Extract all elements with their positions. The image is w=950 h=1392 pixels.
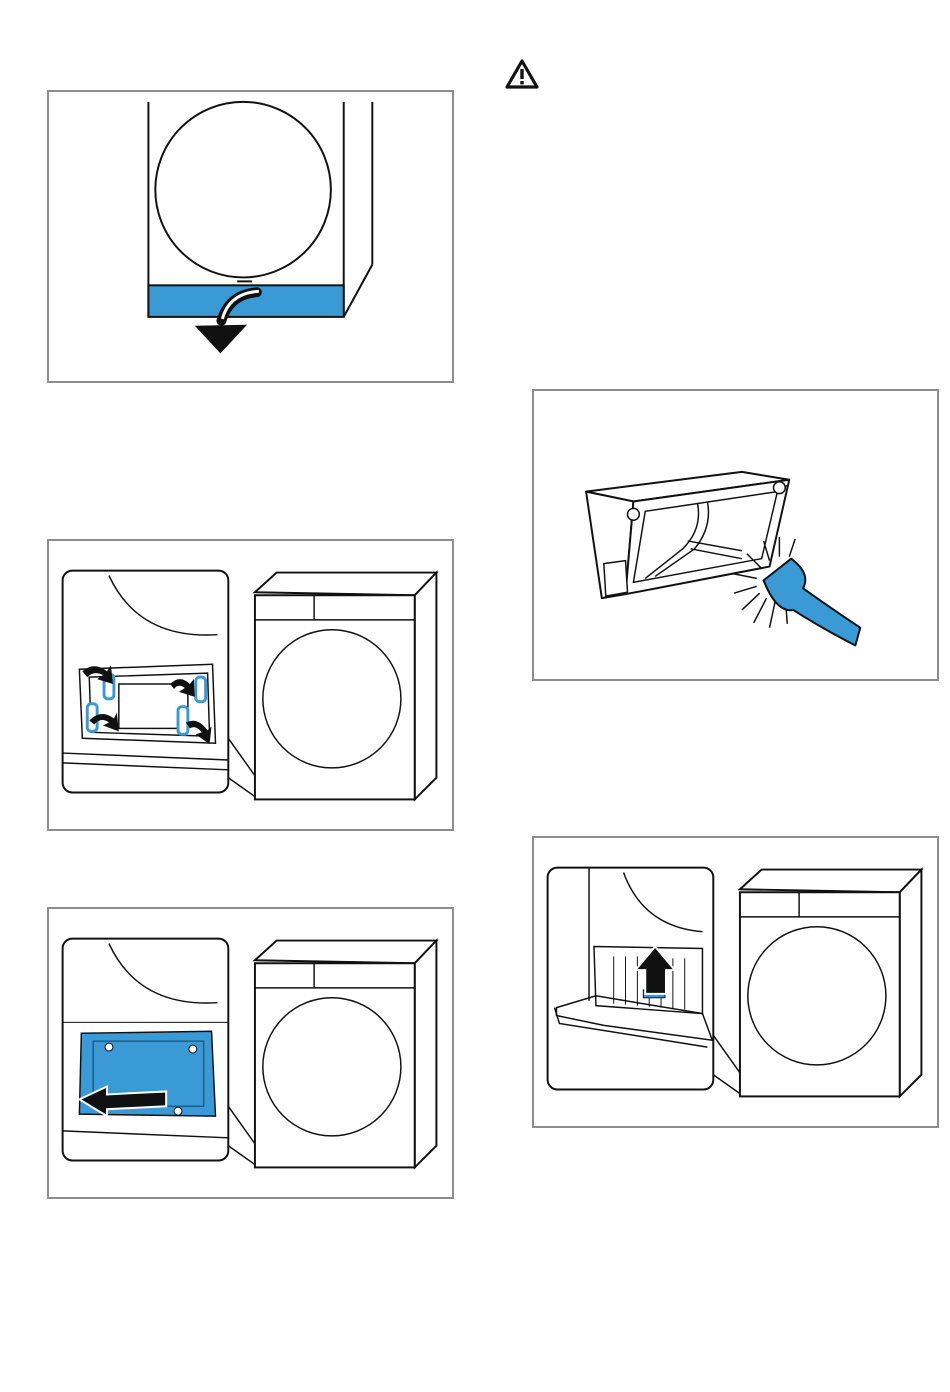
figure-release-latches bbox=[47, 539, 454, 831]
figure-remove-cover bbox=[47, 907, 454, 1199]
figure-open-flap bbox=[47, 90, 454, 383]
figure-insert-filter bbox=[532, 836, 939, 1128]
figure-clean-filter bbox=[532, 389, 939, 681]
warning-triangle-icon bbox=[504, 58, 540, 90]
drum-door bbox=[155, 102, 331, 278]
